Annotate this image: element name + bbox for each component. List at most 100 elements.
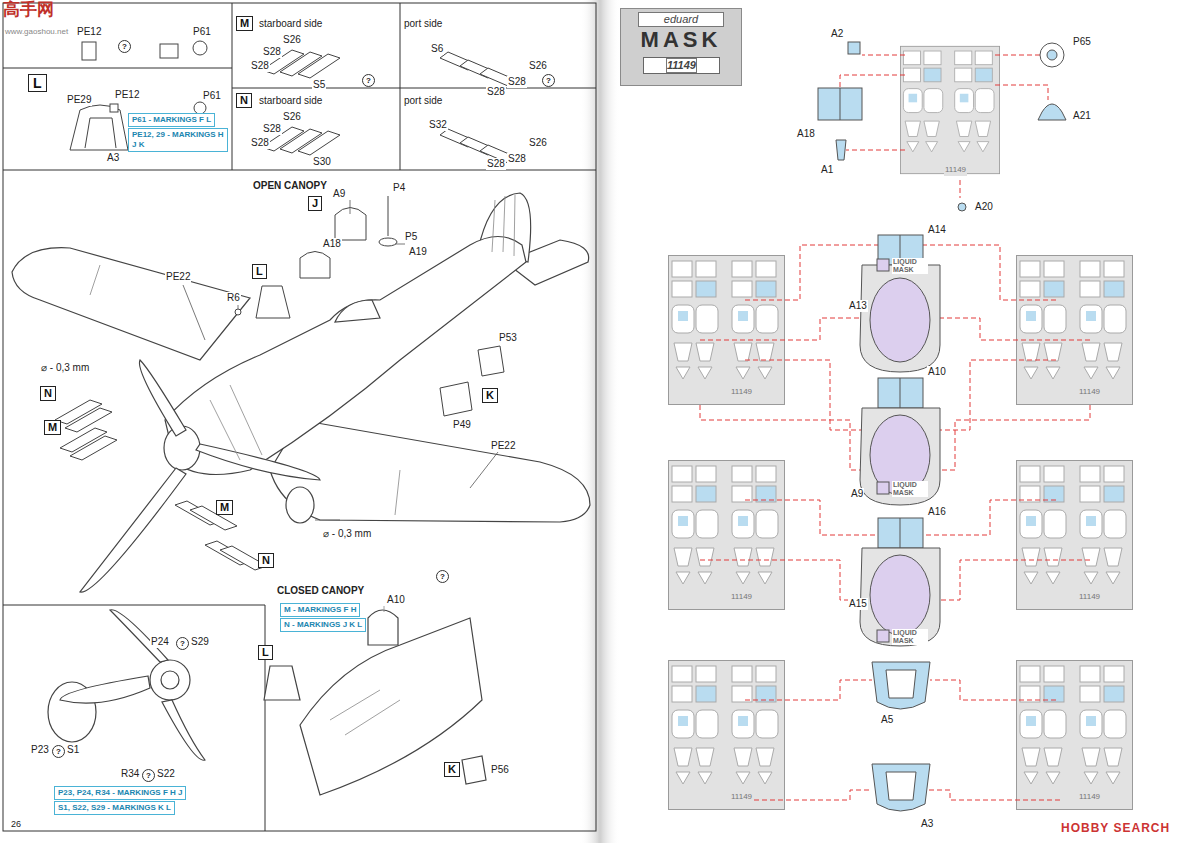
part-label: A1	[820, 164, 834, 176]
step-letter: L	[28, 74, 47, 92]
part-label: R34	[120, 768, 140, 780]
node-text: M	[48, 421, 57, 434]
node-text: N	[44, 387, 52, 400]
node-text: PE12, 29 - MARKINGS H J K	[132, 130, 224, 150]
part-label: P56	[490, 764, 510, 776]
part-label: PE22	[165, 271, 191, 283]
part-label: A15	[848, 598, 868, 610]
node-text: S1, S22, S29 - MARKINGS K L	[58, 803, 171, 813]
node-text: N - MARKINGS J K L	[284, 620, 362, 630]
part-label: S28	[507, 76, 527, 88]
part-label: S28	[486, 86, 506, 98]
part-label: A3	[106, 152, 120, 164]
sheet-number: 11149	[730, 386, 753, 398]
part-label: port side	[403, 95, 443, 107]
node-text: N	[262, 554, 270, 567]
sheet-number: 11149	[1078, 386, 1101, 398]
node-text: M - MARKINGS F H	[284, 605, 356, 615]
part-label: S1	[66, 744, 80, 756]
part-label: A13	[848, 300, 868, 312]
part-label: S26	[282, 111, 302, 123]
part-label: A10	[927, 366, 947, 378]
part-label: S22	[156, 768, 176, 780]
node-text: MASK	[624, 27, 738, 53]
section-heading: CLOSED CANOPY	[276, 585, 365, 597]
sheet-number: 11149	[730, 591, 753, 603]
part-label: A3	[920, 818, 934, 830]
marking-letter: M	[216, 500, 233, 515]
help-icon: ?	[142, 769, 155, 782]
marking-letter: J	[308, 196, 322, 211]
help-icon: ?	[118, 40, 131, 53]
marking-letter: K	[444, 762, 460, 777]
part-label: P65	[1072, 36, 1092, 48]
part-label: S26	[528, 137, 548, 149]
part-label: S28	[486, 158, 506, 170]
part-label: starboard side	[258, 18, 323, 30]
page-number: 26	[10, 818, 22, 830]
node-text: P23, P24, R34 - MARKINGS F H J	[58, 788, 182, 798]
part-label: S30	[312, 156, 332, 168]
marking-letter: K	[482, 388, 498, 403]
part-label: P61	[202, 90, 222, 102]
part-label: P53	[498, 332, 518, 344]
part-label: S28	[262, 123, 282, 135]
part-label: P24	[150, 636, 170, 648]
section-heading: OPEN CANOPY	[252, 180, 328, 192]
part-label: S32	[428, 119, 448, 131]
part-label: PE22	[490, 440, 516, 452]
part-label: A14	[927, 224, 947, 236]
part-label: S28	[262, 46, 282, 58]
sheet-number: 11149	[1078, 591, 1101, 603]
help-icon: ?	[52, 745, 65, 758]
part-label: S28	[507, 153, 527, 165]
node-text: M	[240, 17, 249, 30]
part-label: ⌀ - 0,3 mm	[40, 362, 90, 374]
markings-box: P23, P24, R34 - MARKINGS F H J	[54, 786, 186, 800]
part-label: A9	[850, 488, 864, 500]
part-label: A10	[386, 594, 406, 606]
part-label: A19	[408, 246, 428, 258]
help-icon: ?	[176, 637, 189, 650]
part-label: A9	[332, 188, 346, 200]
part-label: PE29	[66, 94, 92, 106]
part-label: A20	[974, 201, 994, 213]
part-label: P49	[452, 419, 472, 431]
product-number: 11149	[643, 57, 720, 74]
part-label: P5	[404, 231, 418, 243]
part-label: S5	[312, 79, 326, 91]
marking-letter: M	[44, 420, 61, 435]
markings-box: P61 - MARKINGS F L	[128, 113, 215, 127]
part-label: ⌀ - 0,3 mm	[322, 528, 372, 540]
note-text: LIQUID MASK	[892, 481, 928, 497]
help-icon: ?	[542, 74, 555, 87]
node-text: J	[312, 197, 318, 210]
node-text: N	[240, 94, 248, 107]
watermark: 高手网	[2, 4, 55, 16]
part-label: S28	[250, 137, 270, 149]
note-text: LIQUID MASK	[892, 629, 928, 645]
part-label: S6	[430, 43, 444, 55]
part-label: PE12	[76, 26, 102, 38]
sheet-number: 11149	[944, 164, 967, 176]
node-text: K	[486, 389, 494, 402]
node-text: M	[220, 501, 229, 514]
node-text: L	[33, 75, 42, 91]
marking-letter: N	[258, 553, 274, 568]
part-label: port side	[403, 18, 443, 30]
help-icon: ?	[436, 570, 449, 583]
step-letter: M	[236, 16, 253, 31]
part-label: P4	[392, 182, 406, 194]
sheet-number: 11149	[730, 791, 753, 803]
part-label: PE12	[114, 89, 140, 101]
step-letter: N	[236, 93, 252, 108]
part-label: A18	[796, 128, 816, 140]
product-header: eduardMASK11149	[620, 8, 742, 86]
sheet-number: 11149	[1078, 791, 1101, 803]
part-label: S28	[250, 60, 270, 72]
part-label: A18	[322, 238, 342, 250]
part-label: A5	[880, 714, 894, 726]
node-text: 11149	[666, 58, 697, 73]
help-icon: ?	[362, 74, 375, 87]
